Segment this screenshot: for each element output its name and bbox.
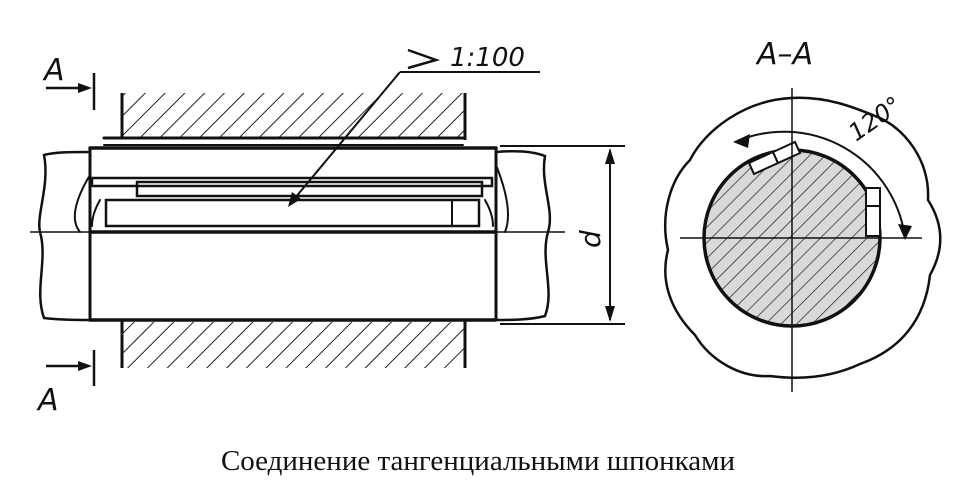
hub-top-hatched bbox=[120, 93, 467, 140]
key-pair-upper bbox=[747, 140, 802, 176]
taper-ratio-label: 1:100 bbox=[450, 43, 525, 73]
section-letter-bottom: A bbox=[36, 383, 59, 418]
key-pair-right bbox=[865, 187, 881, 237]
shaft-side-view bbox=[38, 136, 552, 322]
section-view bbox=[664, 88, 942, 392]
section-letter-top: A bbox=[42, 53, 65, 88]
taper-leader bbox=[288, 48, 540, 207]
diameter-label: d bbox=[574, 230, 607, 248]
section-marker-top bbox=[46, 73, 96, 110]
diameter-dimension bbox=[500, 145, 625, 325]
section-view-title: А–А bbox=[755, 37, 813, 72]
section-marker-bottom bbox=[46, 350, 96, 386]
angle-arc bbox=[734, 130, 906, 239]
hub-bottom-hatched bbox=[120, 320, 467, 368]
figure-caption: Соединение тангенциальными шпонками bbox=[221, 445, 735, 477]
